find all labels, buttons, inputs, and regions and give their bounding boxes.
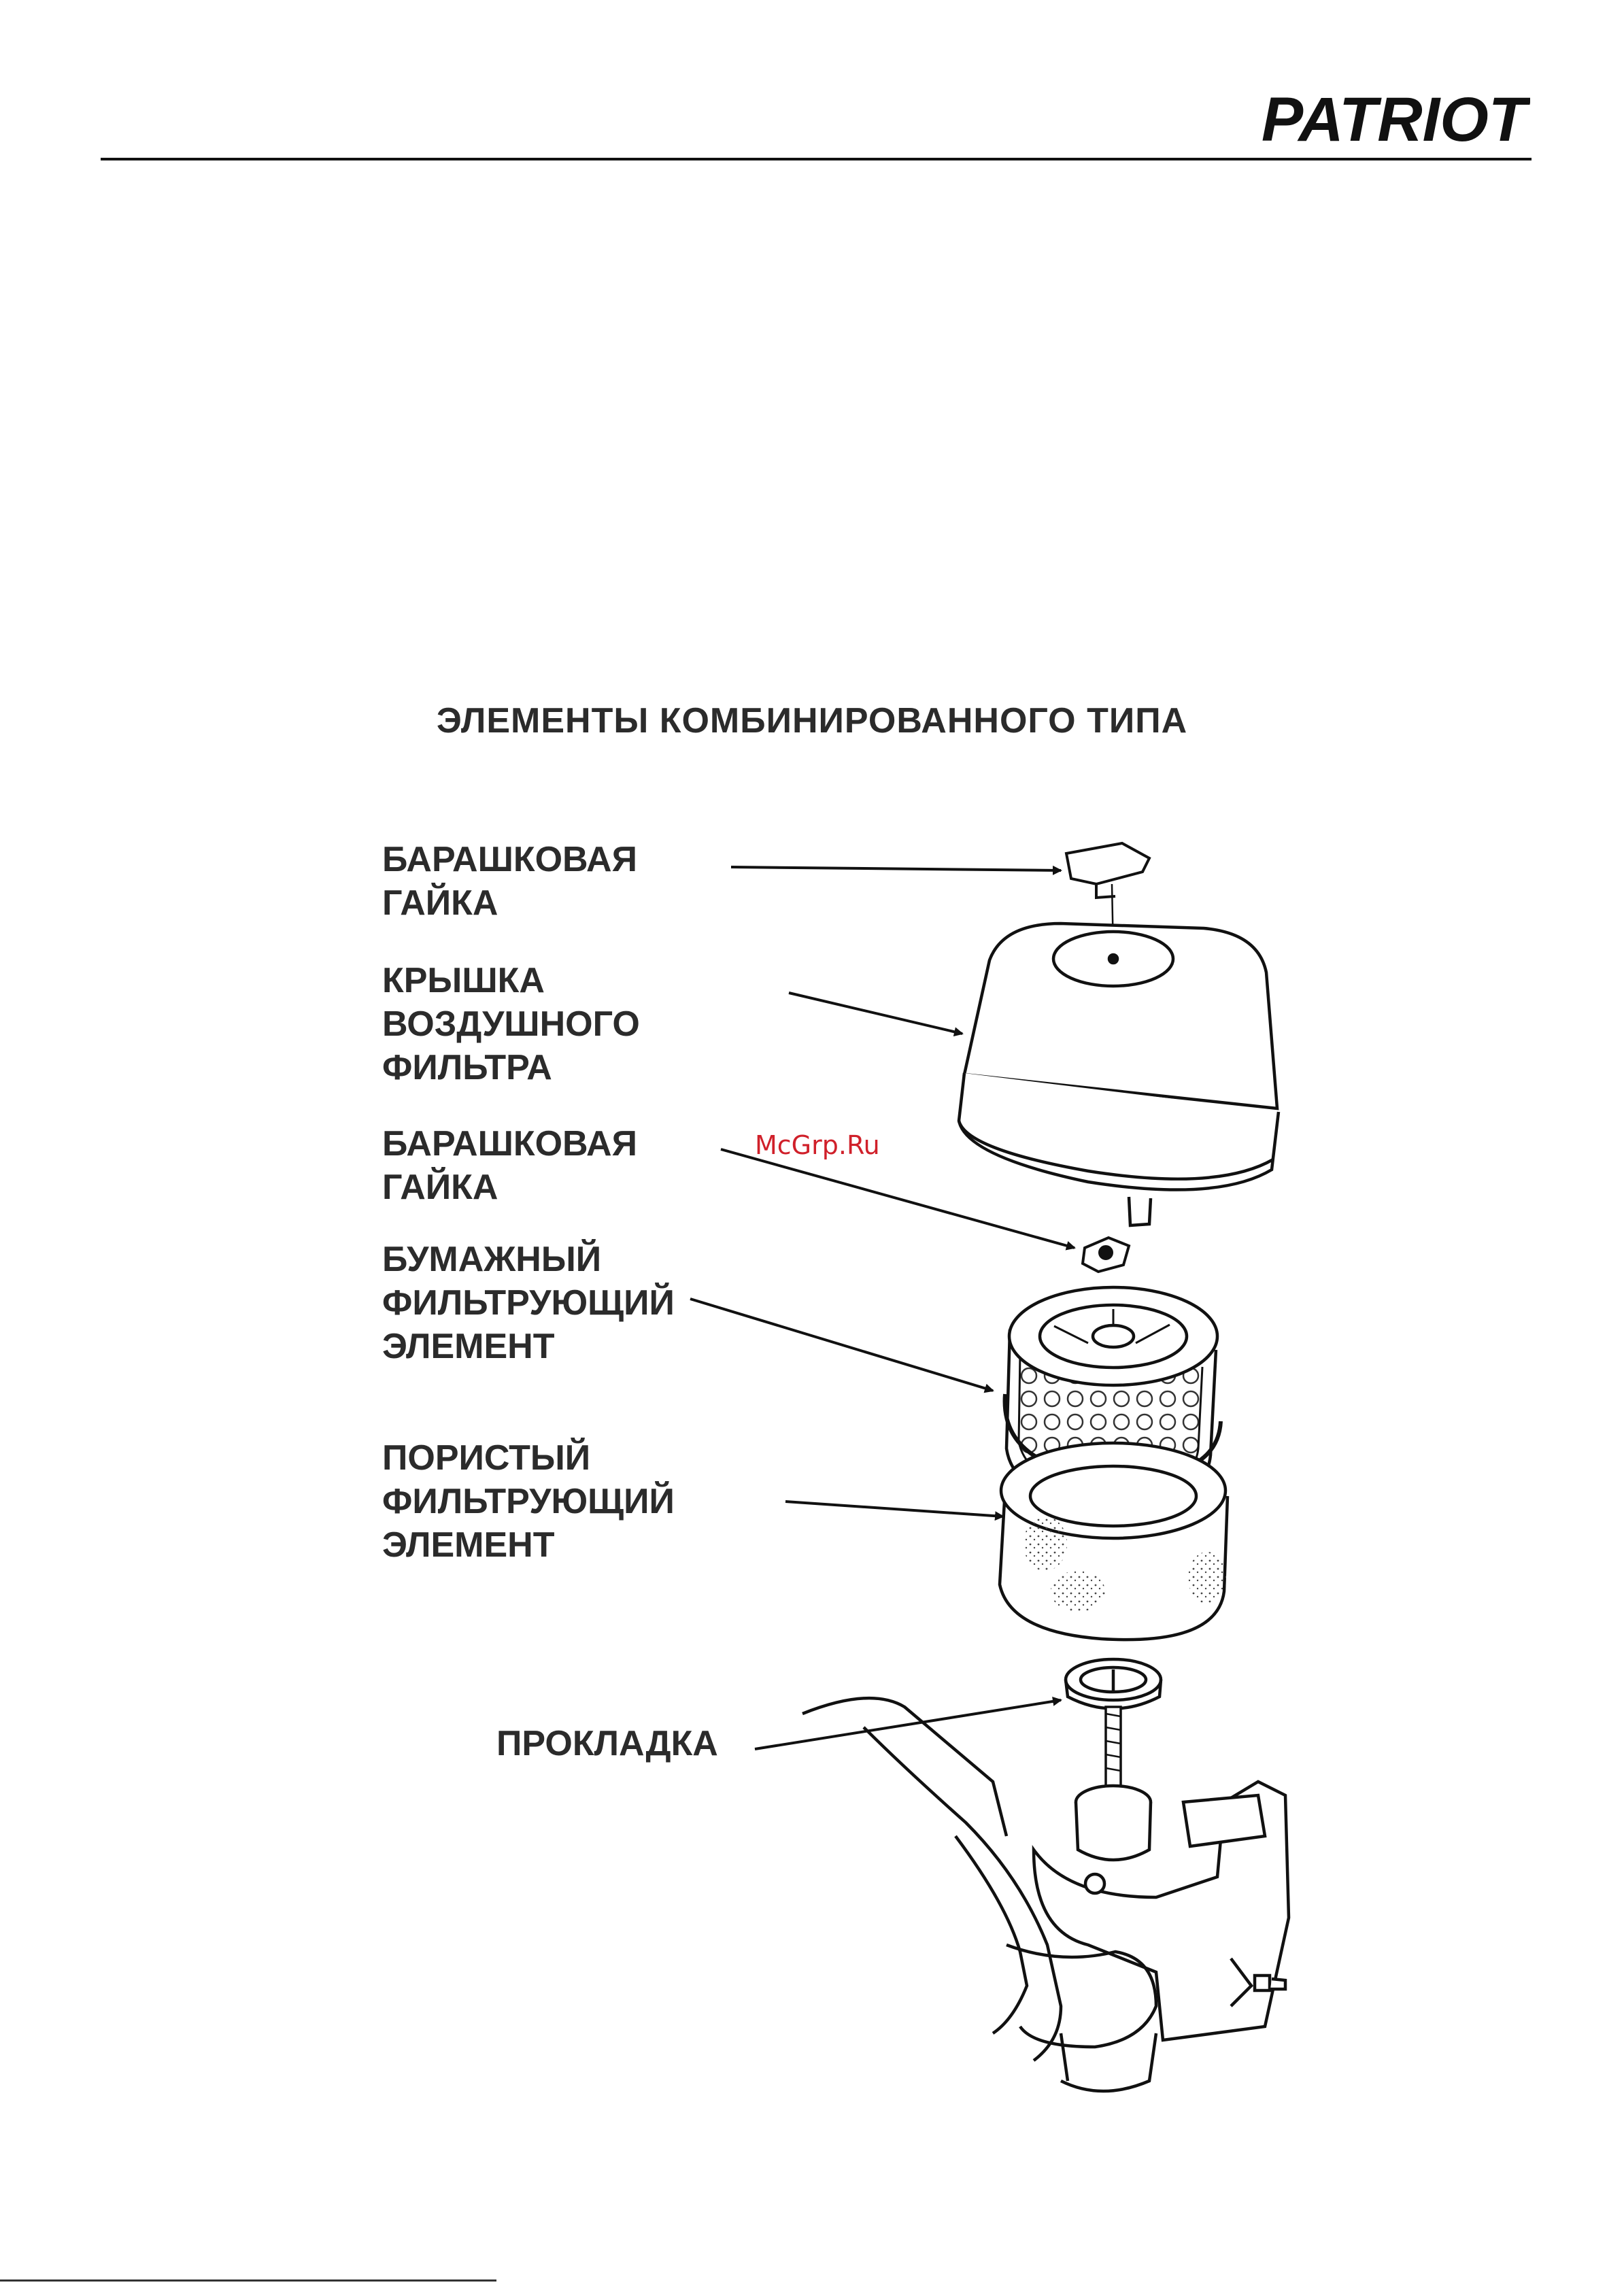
foam-filter-element <box>1000 1443 1228 1640</box>
arrow-foam-filter <box>785 1502 1003 1516</box>
engine-base <box>1034 1707 1289 2040</box>
air-filter-cover <box>959 923 1279 1225</box>
arrow-air-filter-cover <box>789 993 962 1034</box>
arrow-gasket <box>755 1700 1061 1749</box>
footer-rule <box>0 2279 496 2282</box>
arrow-wing-nut-top <box>731 867 1061 870</box>
arrow-paper-filter <box>690 1299 993 1391</box>
gasket <box>1066 1659 1161 1709</box>
wing-nut-middle <box>1083 1238 1129 1272</box>
